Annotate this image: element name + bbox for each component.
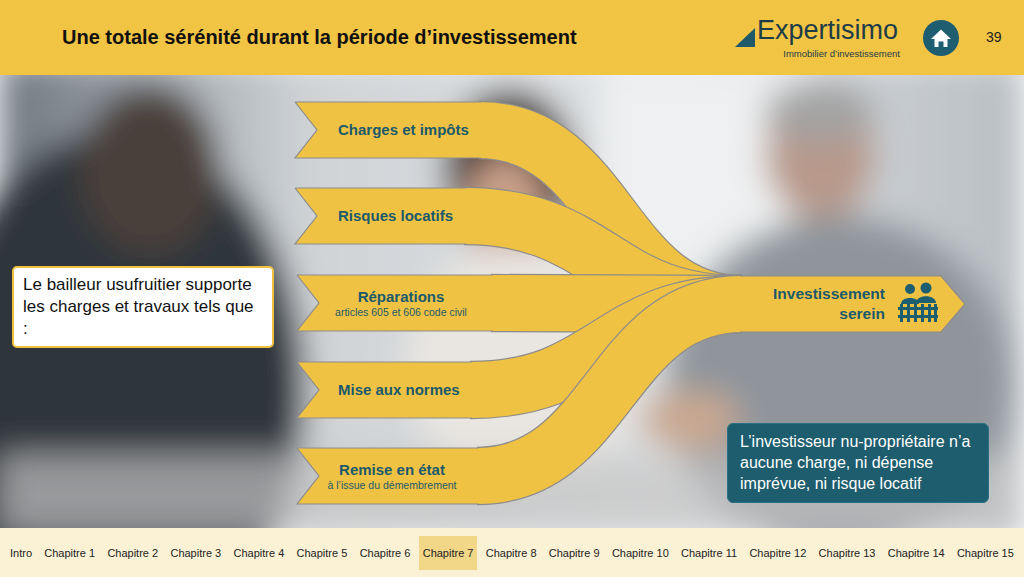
node-title: Le bailleur usufruitier supporte les cha… <box>23 274 263 340</box>
chapter-link: Chapitre 7 <box>419 536 478 570</box>
shape-fill <box>297 275 493 331</box>
node-title: Investissement serein <box>760 284 885 324</box>
logo-mark <box>735 28 755 47</box>
photo-man-hair <box>764 82 876 142</box>
chapter-link: Chapitre 11 <box>677 536 741 570</box>
flow-band: Remise en étatà l’issue du démembrement <box>297 448 479 504</box>
icon-fence-post <box>914 304 917 322</box>
icon-fence-post <box>900 304 903 322</box>
chapter-link: Chapitre 9 <box>545 536 604 570</box>
chapter-link: Chapitre 13 <box>815 536 880 570</box>
chapter-link: Chapitre 6 <box>356 536 415 570</box>
chapter-link: Chapitre 1 <box>40 536 99 570</box>
shape-fill <box>740 276 965 332</box>
node-title: Mise aux normes <box>338 381 460 399</box>
callout-box: Le bailleur usufruitier supporte les cha… <box>12 266 274 348</box>
shape-fill <box>295 102 481 158</box>
flow-band: Mise aux normes <box>297 362 472 418</box>
shape-fill <box>297 448 479 504</box>
photo-ground <box>0 75 1024 528</box>
icon-person-head <box>921 283 932 294</box>
chapter-link: Chapitre 8 <box>482 536 541 570</box>
note-box: L’investisseur nu-propriétaire n’a aucun… <box>727 423 989 503</box>
chapter-link: Chapitre 15 <box>953 536 1018 570</box>
shape-outline <box>297 448 479 504</box>
node-title: Réparations <box>358 288 445 306</box>
chapter-link: Intro <box>6 536 36 570</box>
investor-fence-icon <box>897 282 939 322</box>
icon-fence-post <box>907 304 910 322</box>
chapter-link: Chapitre 2 <box>103 536 162 570</box>
logo-name: Expertisimo <box>757 15 898 46</box>
icon-person-body <box>901 298 919 304</box>
page-number: 39 <box>986 29 1002 45</box>
flow-band: Risques locatifs <box>295 188 466 244</box>
photo-hand <box>640 390 740 450</box>
connector-fill <box>477 304 742 476</box>
flow-band: Réparationsarticles 605 et 606 code civi… <box>297 275 493 331</box>
logo-tagline: Immobilier d’investissement <box>783 48 900 59</box>
chapter-nav: IntroChapitre 1Chapitre 2Chapitre 3Chapi… <box>0 528 1024 577</box>
chapter-link: Chapitre 14 <box>884 536 949 570</box>
node-title: Remise en état <box>339 461 445 479</box>
nav-bar <box>0 528 1024 577</box>
background-photo <box>0 75 1024 528</box>
chapter-link: Chapitre 5 <box>293 536 352 570</box>
chapter-link: Chapitre 12 <box>745 536 810 570</box>
chapter-link: Chapitre 4 <box>230 536 289 570</box>
shape-outline <box>297 362 472 418</box>
icon-fence-post <box>934 304 937 322</box>
flow-band: Charges et impôts <box>295 102 481 158</box>
icon-fence-rail <box>898 307 938 310</box>
icon-fence-post <box>921 304 924 322</box>
chapter-link: Chapitre 10 <box>608 536 673 570</box>
node-subtitle: articles 605 et 606 code civil <box>335 306 467 319</box>
icon-person-body <box>916 296 936 303</box>
shape-fill <box>297 362 472 418</box>
home-icon <box>931 30 951 48</box>
flow-connector <box>477 304 742 476</box>
shape-outline <box>740 276 965 332</box>
home-button <box>923 20 959 56</box>
icon-fence-post <box>928 304 931 322</box>
shape-outline <box>297 275 493 331</box>
icon-fence-rail <box>898 315 938 318</box>
shape-fill <box>295 188 466 244</box>
shape-outline <box>295 102 481 158</box>
chapter-link: Chapitre 3 <box>166 536 225 570</box>
icon-person-head <box>905 284 915 294</box>
node-title: Risques locatifs <box>338 207 453 225</box>
shape-outline <box>295 188 466 244</box>
node-title: L’investisseur nu-propriétaire n’a aucun… <box>740 432 976 494</box>
node-title: Charges et impôts <box>338 121 469 139</box>
target-arrow: Investissement serein <box>740 276 965 332</box>
photo-man-head <box>80 85 220 255</box>
node-subtitle: à l’issue du démembrement <box>328 479 457 492</box>
arrow-shape <box>740 276 965 332</box>
top-bar <box>0 0 1024 75</box>
slide-title: Une totale sérénité durant la période d’… <box>62 26 577 49</box>
connector-outline <box>477 304 742 476</box>
